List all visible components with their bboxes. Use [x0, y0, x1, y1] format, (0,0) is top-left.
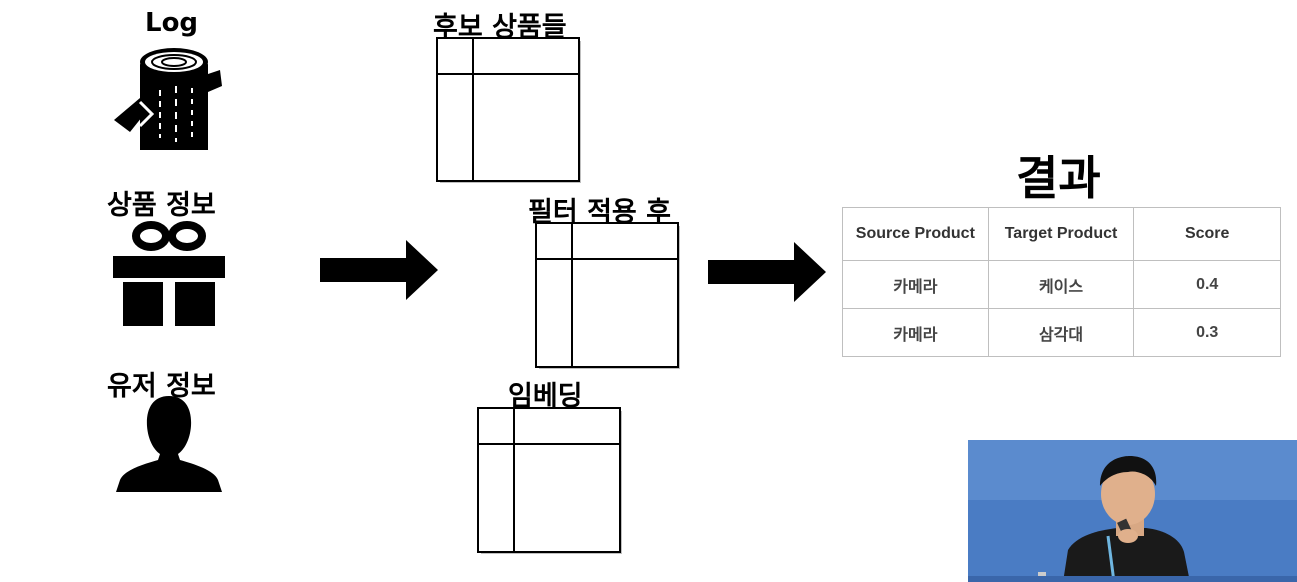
target-product-cell: 케이스	[987, 260, 1135, 309]
source-product-cell: 카메라	[842, 260, 989, 309]
arrow-right-icon	[708, 242, 828, 306]
log-icon	[112, 42, 224, 154]
presenter-video	[968, 440, 1297, 582]
target-product-cell: 삼각대	[987, 308, 1135, 357]
score-cell: 0.3	[1133, 308, 1281, 357]
score-cell: 0.4	[1133, 260, 1281, 309]
arrow-right-icon	[320, 240, 440, 304]
result-title: 결과	[1016, 151, 1101, 205]
source-product-cell: 카메라	[842, 308, 989, 357]
header-target-product: Target Product	[987, 207, 1135, 261]
embedding-matrix	[477, 407, 627, 557]
header-source-product: Source Product	[842, 207, 989, 261]
filtered-matrix	[535, 222, 685, 372]
table-row: 카메라 삼각대 0.3	[842, 308, 1281, 357]
gift-icon	[113, 218, 225, 326]
candidates-matrix	[436, 37, 586, 187]
product-info-label: 상품 정보	[107, 190, 216, 221]
result-table: Source Product Target Product Score 카메라 …	[842, 207, 1281, 357]
header-score: Score	[1133, 207, 1281, 261]
user-info-label: 유저 정보	[107, 371, 216, 402]
user-silhouette-icon	[116, 394, 222, 494]
log-label: Log	[145, 8, 199, 38]
table-row: 카메라 케이스 0.4	[842, 260, 1281, 309]
result-header-row: Source Product Target Product Score	[842, 207, 1281, 261]
embedding-label: 임베딩	[508, 381, 583, 412]
